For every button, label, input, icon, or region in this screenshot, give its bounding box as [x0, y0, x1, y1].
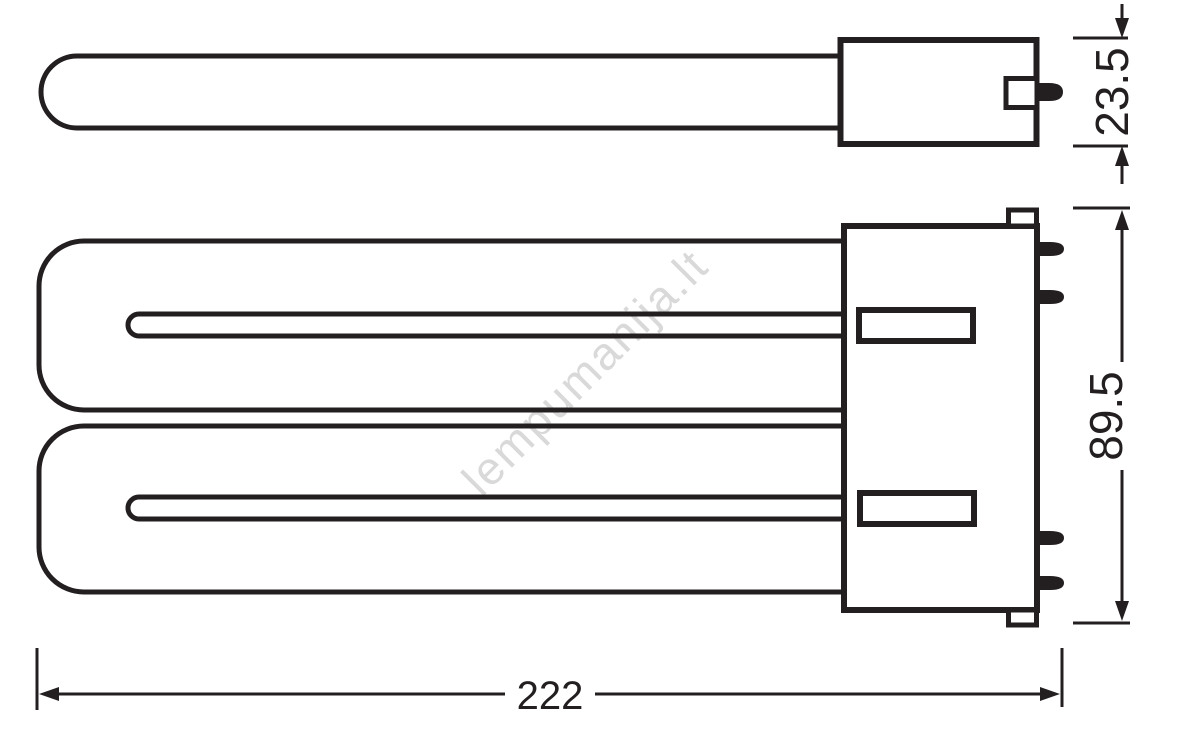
front-view-lower-tube-slot	[125, 494, 845, 522]
front-view-base-outline	[841, 223, 1040, 613]
dim-222-label: 222	[517, 674, 584, 718]
dim-23-5-label: 23.5	[1086, 47, 1138, 137]
top-view-base-notch	[1003, 76, 1040, 110]
top-view-contact-pin	[1035, 83, 1063, 101]
dimension-overall-length: 222	[35, 648, 1064, 718]
dim-89-5-label: 89.5	[1080, 371, 1132, 461]
front-view-upper-tube-outline	[36, 238, 845, 413]
dimension-front-view-height: 89.5	[1073, 206, 1132, 625]
front-view-base-window-lower	[857, 490, 977, 527]
front-view	[36, 207, 1064, 628]
front-view-upper-tube-slot	[125, 311, 845, 339]
top-view-tube-outline	[38, 53, 843, 131]
front-view-contact-pin-2	[1035, 290, 1064, 304]
dim-222-arrowhead-right	[1040, 687, 1060, 701]
front-view-base-top-tab	[1006, 207, 1039, 229]
front-view-contact-pin-3	[1035, 531, 1064, 545]
front-view-contact-pin-4	[1035, 576, 1064, 590]
dim-89-5-arrowhead-top	[1115, 210, 1129, 230]
front-view-lower-tube-outline	[36, 423, 845, 595]
dim-89-5-arrowhead-bottom	[1115, 601, 1129, 621]
front-view-contact-pin-1	[1035, 242, 1064, 256]
front-view-base-window-upper	[856, 307, 976, 344]
dim-23-5-arrowhead-bottom	[1115, 146, 1129, 166]
dimension-top-view-height: 23.5	[1073, 4, 1138, 184]
dim-222-arrowhead-left	[39, 687, 59, 701]
dim-23-5-arrowhead-top	[1115, 18, 1129, 38]
front-view-base-bottom-tab	[1006, 607, 1039, 628]
top-view	[38, 37, 1063, 147]
